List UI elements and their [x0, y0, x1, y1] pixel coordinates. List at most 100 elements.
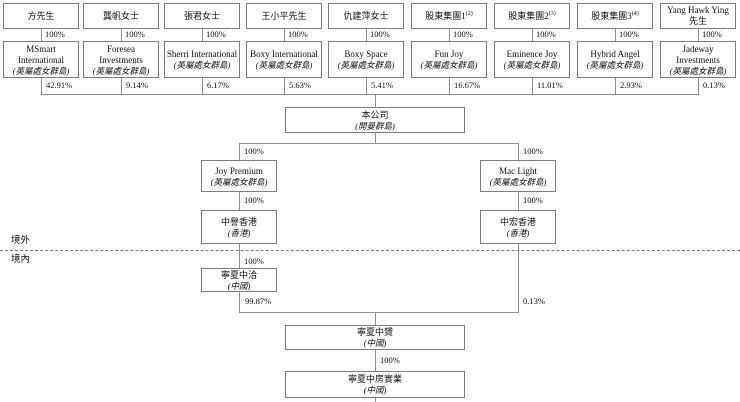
- ownership-label: 100%: [702, 29, 722, 39]
- ownership-label: 100%: [206, 29, 226, 39]
- box-ningxia-zhongqia: 寧夏中洽(中國): [201, 268, 277, 292]
- shareholder-box-group1: 股東集團1(2): [411, 3, 487, 29]
- ownership-label: 100%: [370, 29, 390, 39]
- box-hybrid-angel: Hybrid Angel(英屬處女群島): [577, 41, 653, 78]
- connector-split-line: [239, 143, 519, 144]
- shareholder-box-gongfan: 龔帆女士: [83, 3, 159, 29]
- box-fun-joy: Fun Joy(英屬處女群島): [411, 41, 487, 78]
- stake-label: 2.93%: [620, 80, 642, 90]
- box-the-company: 本公司(開曼群島): [285, 107, 465, 133]
- box-msmart-international: MSmart International(英屬處女群島): [3, 41, 79, 78]
- stake-label: 9.14%: [126, 80, 148, 90]
- stake-label: 6.17%: [207, 80, 229, 90]
- ownership-label: 100%: [45, 29, 65, 39]
- company-name: 中譽香港: [220, 216, 257, 227]
- shareholder-name: 王小平先生: [261, 10, 307, 21]
- shareholder-name: 龔帆女士: [102, 10, 139, 21]
- connector-line: [202, 29, 203, 41]
- connector-line: [366, 29, 367, 41]
- footnote-superscript: (3): [548, 10, 556, 17]
- stake-label: 5.41%: [371, 80, 393, 90]
- jurisdiction-label: (英屬處女群島): [337, 60, 395, 70]
- shareholder-name: 股東集團3: [591, 10, 632, 21]
- jurisdiction-label: (英屬處女群島): [173, 60, 231, 70]
- company-name: Fun Joy: [434, 49, 464, 59]
- box-zhonghong-hk: 中宏香港(香港): [480, 210, 556, 244]
- jurisdiction-label: (英屬處女群島): [586, 60, 644, 70]
- connector-line: [202, 78, 203, 94]
- company-name: 中宏香港: [499, 216, 536, 227]
- connector-line: [615, 29, 616, 41]
- connector-line: [449, 78, 450, 94]
- ownership-label: 100%: [619, 29, 639, 39]
- connector-line: [698, 29, 699, 41]
- company-name: Boxy Space: [344, 49, 388, 59]
- shareholder-name: 方先生: [27, 10, 55, 21]
- ownership-label: 100%: [523, 146, 543, 156]
- company-name: Jadeway Investments: [676, 43, 720, 65]
- connector-line: [121, 29, 122, 41]
- box-boxy-international: Boxy International(英屬處女群島): [246, 41, 322, 78]
- onshore-label: 境內: [11, 255, 31, 265]
- connector-line: [375, 398, 376, 402]
- jurisdiction-label: (英屬處女群島): [12, 65, 70, 76]
- box-zhongyu-hk: 中譽香港(香港): [201, 210, 277, 244]
- shareholder-box-fang: 方先生: [3, 3, 79, 29]
- stake-label: 99.87%: [245, 296, 272, 306]
- jurisdiction-label: (英屬處女群島): [92, 65, 150, 76]
- shareholder-name: 張君女士: [183, 10, 220, 21]
- shareholder-box-group2: 股東集團2(3): [494, 3, 570, 29]
- company-name: Hybrid Angel: [590, 49, 640, 59]
- jurisdiction-label: (英屬處女群島): [503, 60, 561, 70]
- jurisdiction-label: (香港): [506, 227, 530, 238]
- jurisdiction-label: (中國): [227, 280, 251, 291]
- shareholder-name: 股東集團2: [508, 10, 549, 21]
- stake-label: 0.13%: [523, 296, 545, 306]
- connector-line: [375, 312, 376, 325]
- shareholder-box-group3: 股東集團3(4): [577, 3, 653, 29]
- ownership-label: 100%: [244, 195, 264, 205]
- box-eminence-joy: Eminence Joy(英屬處女群島): [494, 41, 570, 78]
- company-name: Foresea Investments: [99, 43, 143, 65]
- company-name: Mac Light: [499, 165, 537, 176]
- connector-line: [239, 292, 240, 312]
- connector-line: [532, 29, 533, 41]
- connector-line: [121, 78, 122, 94]
- connector-line: [518, 192, 519, 210]
- company-name: MSmart International: [18, 43, 64, 65]
- connector-line: [284, 29, 285, 41]
- company-name: Boxy International: [250, 49, 318, 59]
- connector-line: [239, 192, 240, 210]
- company-name: Joy Premium: [215, 165, 263, 176]
- box-ningxia-zhongfang-industrial: 寧夏中房實業(中國): [285, 371, 465, 398]
- company-name: 寧夏中贇: [356, 327, 393, 337]
- ownership-label: 100%: [536, 29, 556, 39]
- ownership-label: 100%: [125, 29, 145, 39]
- shareholder-name: 仇建萍女士: [343, 10, 389, 21]
- company-name: 本公司: [361, 109, 389, 120]
- offshore-onshore-boundary: [0, 250, 740, 251]
- shareholder-name: 股東集團1: [425, 10, 466, 21]
- footnote-superscript: (2): [465, 10, 473, 17]
- shareholder-box-zhangjun: 張君女士: [164, 3, 240, 29]
- connector-line: [375, 133, 376, 143]
- ownership-label: 100%: [244, 256, 264, 266]
- box-boxy-space: Boxy Space(英屬處女群島): [328, 41, 404, 78]
- connector-line: [239, 143, 240, 160]
- shareholder-box-yang-hawk-ying: Yang Hawk Ying 先生: [660, 3, 736, 29]
- ownership-label: 100%: [453, 29, 473, 39]
- connector-line: [532, 78, 533, 94]
- connector-merge-line: [239, 312, 519, 313]
- box-mac-light: Mac Light(英屬處女群島): [480, 160, 556, 192]
- company-name: Eminence Joy: [506, 49, 558, 59]
- offshore-label: 境外: [11, 236, 31, 246]
- connector-line: [284, 78, 285, 94]
- jurisdiction-label: (英屬處女群島): [489, 176, 547, 187]
- stake-label: 16.67%: [454, 80, 481, 90]
- box-joy-premium: Joy Premium(英屬處女群島): [201, 160, 277, 192]
- jurisdiction-label: (開曼群島): [355, 120, 395, 131]
- connector-line: [366, 78, 367, 94]
- connector-line: [698, 78, 699, 94]
- connector-line: [41, 29, 42, 41]
